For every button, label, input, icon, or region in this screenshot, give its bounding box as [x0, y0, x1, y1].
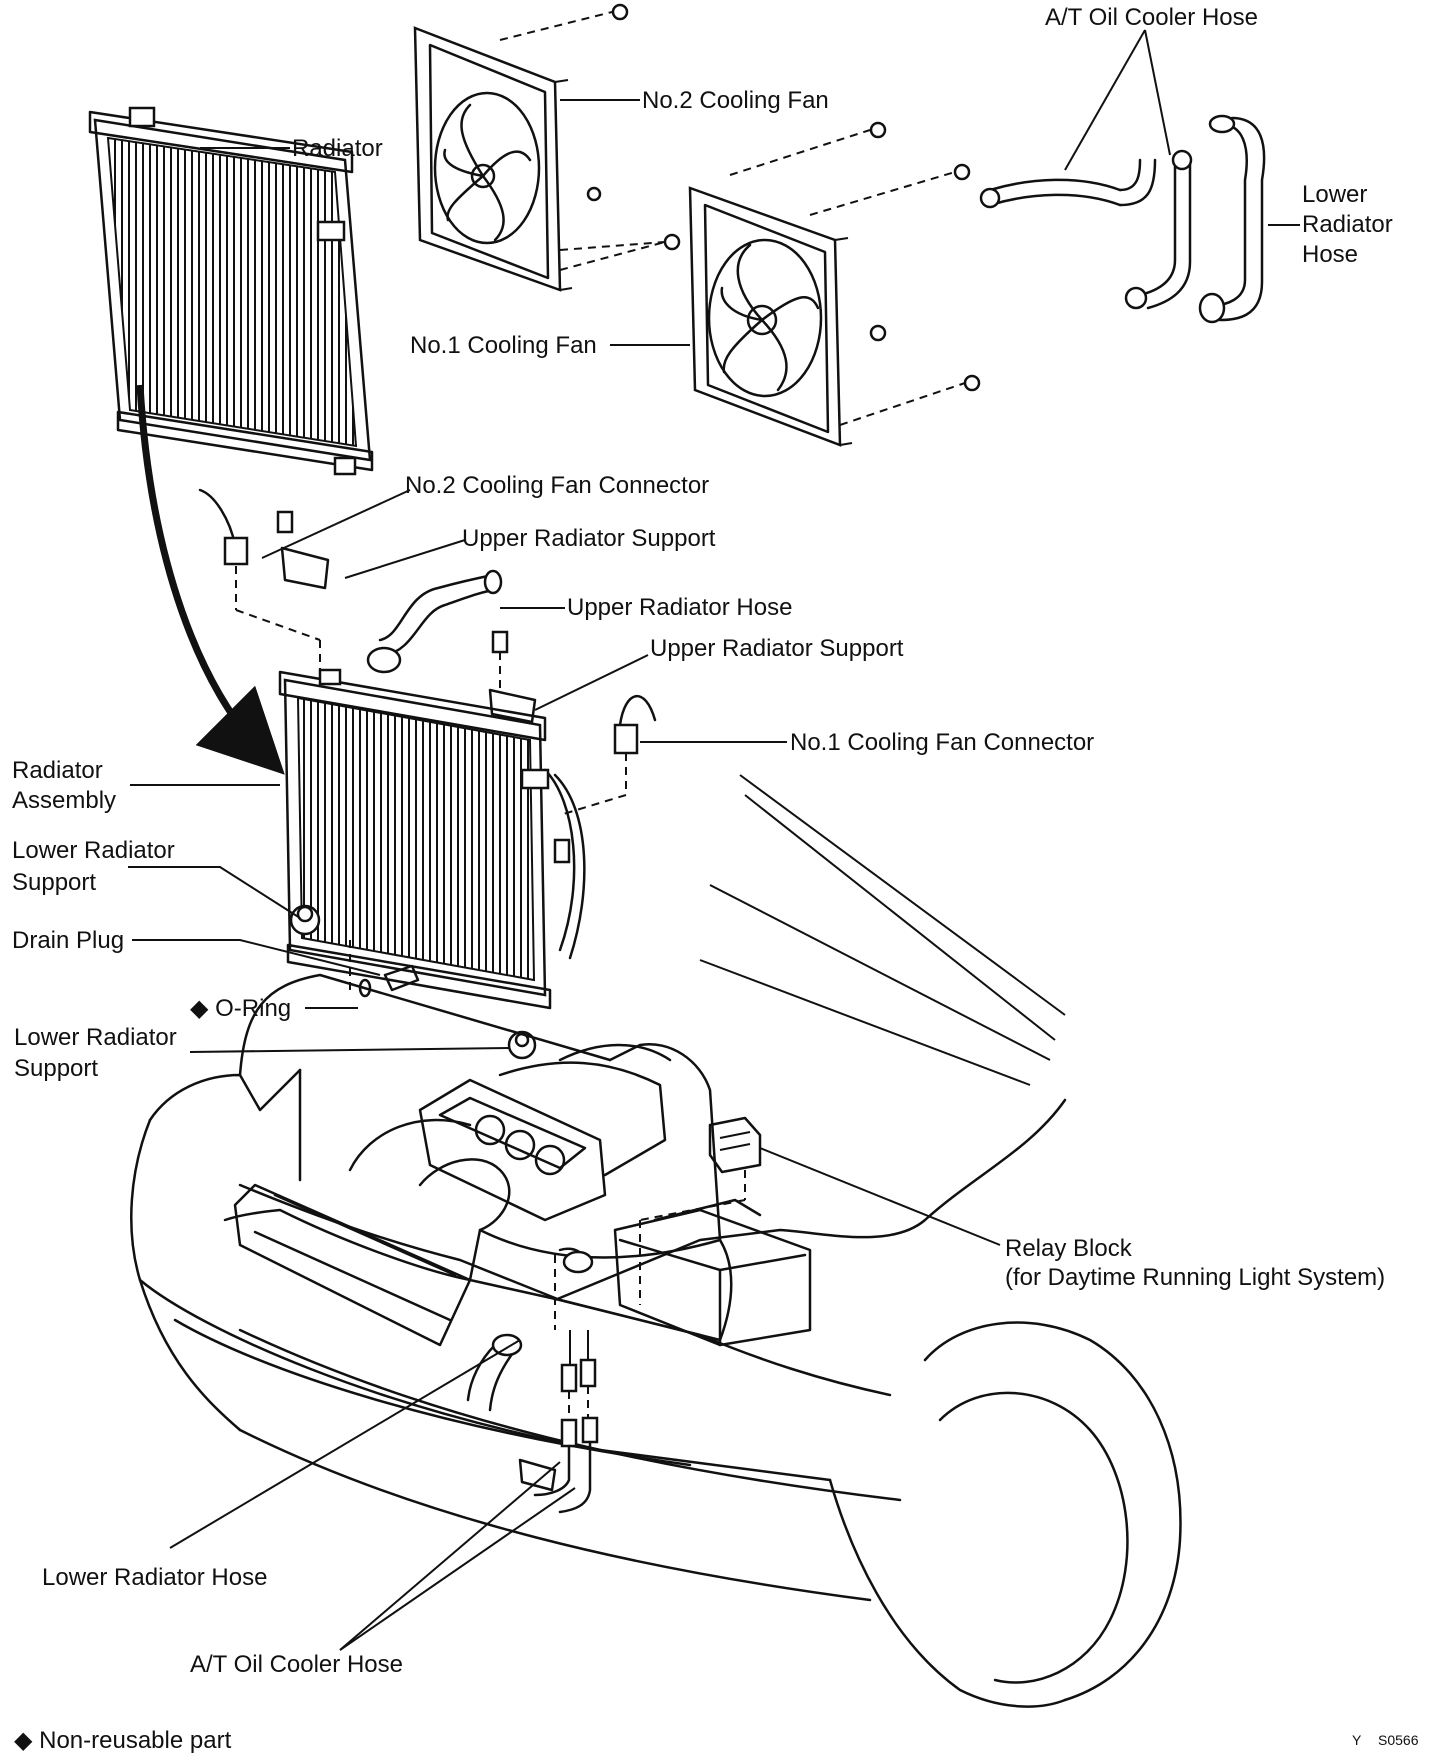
label-no1-cooling-fan: No.1 Cooling Fan — [410, 332, 597, 359]
label-lower-radiator-support-2-line2: Support — [14, 1055, 98, 1082]
lower-radiator-hose-top-illustration — [1198, 114, 1266, 324]
label-radiator-assembly-line1: Radiator — [12, 757, 103, 784]
at-oil-cooler-hose-top-illustration — [979, 149, 1193, 310]
label-lower-radiator-hose-top-line1: Lower — [1302, 181, 1367, 208]
assembly-arrow — [136, 384, 285, 775]
lower-parts-illustration — [289, 904, 537, 1060]
label-o-ring: ◆ O-Ring — [190, 995, 291, 1022]
corner-code: S0566 — [1378, 1732, 1419, 1748]
label-radiator-assembly-line2: Assembly — [12, 787, 116, 814]
label-drain-plug: Drain Plug — [12, 927, 124, 954]
radiator-illustration — [88, 106, 374, 476]
label-no2-cooling-fan: No.2 Cooling Fan — [642, 87, 829, 114]
no1-cooling-fan-illustration — [688, 186, 853, 447]
label-relay-block-line1: Relay Block — [1005, 1235, 1133, 1262]
label-upper-radiator-hose: Upper Radiator Hose — [567, 594, 792, 621]
radiator-assembly-illustration — [278, 668, 586, 1010]
corner-code-prefix: Y — [1352, 1732, 1362, 1748]
label-radiator: Radiator — [292, 135, 383, 162]
label-relay-block-line2: (for Daytime Running Light System) — [1005, 1264, 1385, 1291]
car-body-illustration — [130, 774, 1182, 1708]
no2-cooling-fan-illustration — [413, 26, 573, 292]
label-upper-radiator-support-2: Upper Radiator Support — [650, 635, 904, 662]
label-lower-radiator-hose-top-line2: Radiator — [1302, 211, 1393, 238]
fan1-bolts — [559, 121, 981, 426]
leader-lines — [128, 29, 1300, 1651]
label-lower-radiator-support-1-line1: Lower Radiator — [12, 837, 175, 864]
label-lower-radiator-support-1-line2: Support — [12, 869, 96, 896]
no1-connector-illustration — [559, 695, 657, 816]
label-no1-cooling-fan-connector: No.1 Cooling Fan Connector — [790, 729, 1094, 756]
label-at-oil-cooler-hose-top: A/T Oil Cooler Hose — [1045, 4, 1258, 31]
label-lower-radiator-hose-top-line3: Hose — [1302, 241, 1358, 268]
legend-non-reusable-part: ◆ Non-reusable part — [14, 1727, 232, 1754]
label-at-oil-cooler-hose-bottom: A/T Oil Cooler Hose — [190, 1651, 403, 1678]
label-upper-radiator-support-1: Upper Radiator Support — [462, 525, 716, 552]
label-lower-radiator-support-2-line1: Lower Radiator — [14, 1024, 177, 1051]
upper-radiator-hose-illustration — [366, 569, 503, 674]
no2-connector-illustration — [198, 488, 330, 675]
label-lower-radiator-hose-bottom: Lower Radiator Hose — [42, 1564, 267, 1591]
upper-radiator-support-2-illustration — [488, 630, 537, 724]
label-no2-cooling-fan-connector: No.2 Cooling Fan Connector — [405, 472, 709, 499]
